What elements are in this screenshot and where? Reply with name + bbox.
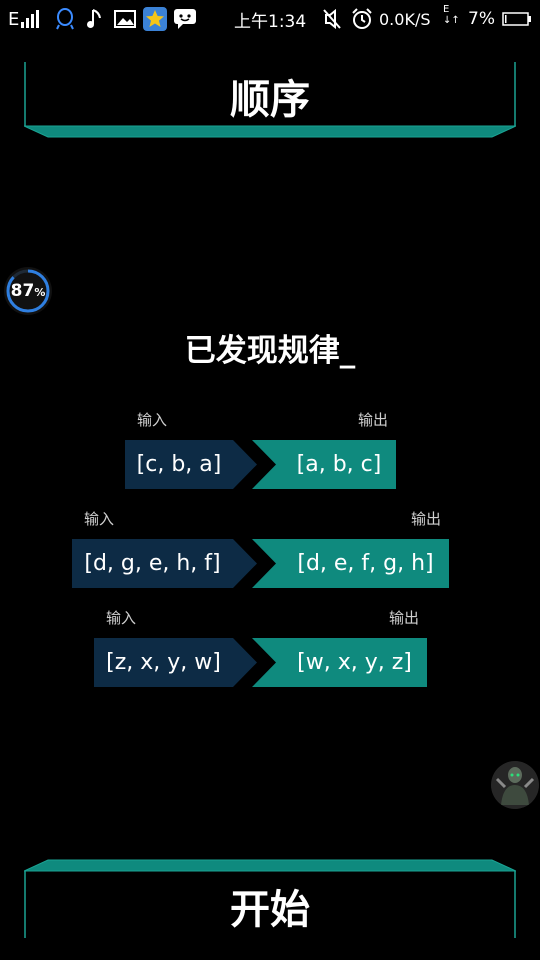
output-notch [252, 638, 282, 687]
mute-icon [322, 7, 342, 31]
progress-unit: % [34, 286, 46, 299]
example-output-box: [w, x, y, z] [282, 638, 427, 687]
example-input-box: [d, g, e, h, f] [72, 539, 233, 588]
output-label: 输出 [389, 609, 420, 627]
message-icon [173, 7, 197, 31]
progress-value: 87 [10, 281, 35, 301]
example-input-box: [z, x, y, w] [94, 638, 233, 687]
output-notch [252, 539, 282, 588]
status-bar: E 上午1:34 0.0K/S E ↓↑ 7% [0, 0, 540, 38]
output-label: 输出 [358, 411, 389, 429]
output-label: 输出 [411, 510, 442, 528]
music-note-icon [86, 7, 104, 31]
start-button-label: 开始 [230, 887, 310, 933]
example-output-box: [a, b, c] [282, 440, 396, 489]
start-button[interactable]: 开始 [24, 858, 516, 938]
floating-assistant-avatar[interactable] [491, 761, 539, 809]
arrow-right-icon [233, 539, 257, 588]
battery-icon [502, 7, 532, 31]
pattern-found-text: 已发现规律_ [184, 333, 356, 369]
qq-icon [55, 7, 75, 31]
clock-time: 上午1:34 [234, 11, 307, 32]
arrow-right-icon [233, 638, 257, 687]
alarm-icon [351, 7, 373, 31]
example-input-box: [c, b, a] [125, 440, 233, 489]
example-output-box: [d, e, f, g, h] [282, 539, 449, 588]
network-speed: 0.0K/S [379, 9, 431, 29]
network-signal-icon: E [8, 7, 40, 31]
battery-percent: 7% [468, 9, 495, 29]
data-transfer-icon: E ↓↑ [443, 4, 460, 27]
page-title: 顺序 [230, 77, 310, 123]
input-label: 输入 [137, 411, 168, 429]
image-icon [114, 7, 136, 31]
favorite-star-icon [143, 7, 167, 31]
progress-circle[interactable]: 87% [3, 266, 53, 316]
header-frame: 顺序 [24, 62, 516, 138]
input-label: 输入 [84, 510, 115, 528]
output-notch [252, 440, 282, 489]
arrow-right-icon [233, 440, 257, 489]
input-label: 输入 [106, 609, 137, 627]
